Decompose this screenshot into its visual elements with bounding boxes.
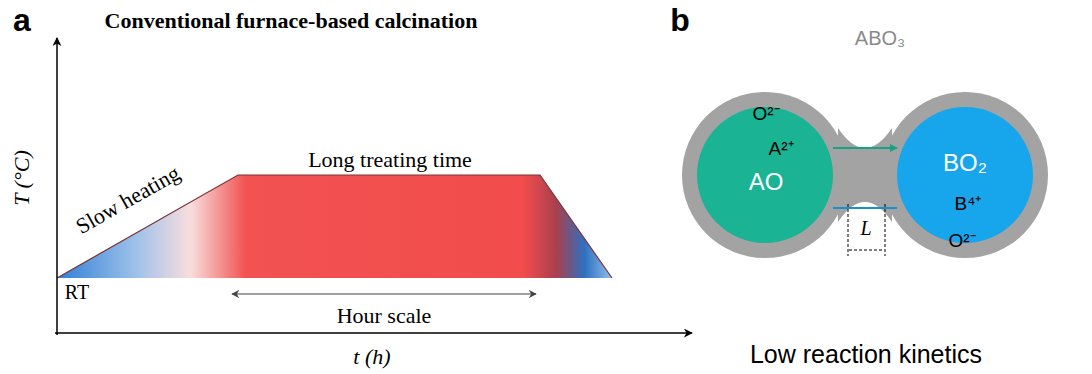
shell: [682, 92, 848, 258]
node-text: BO₂: [943, 151, 987, 175]
particle-core: O²⁻ A²⁺ AO: [697, 107, 833, 243]
text-label: t (h): [353, 346, 390, 368]
panel-letter: a: [13, 4, 31, 36]
text-label: ABO₃: [855, 28, 905, 48]
shell: [882, 92, 1048, 258]
node-text: O²⁻: [948, 231, 975, 250]
node-text: AO: [749, 170, 784, 194]
text-label: T (°C): [11, 150, 33, 205]
dimension-line: [848, 204, 849, 256]
dimension-line: [885, 204, 886, 256]
y-axis: [56, 38, 58, 335]
panel-letter: b: [670, 4, 690, 36]
node-text: O²⁻: [752, 104, 779, 123]
text-label: RT: [65, 282, 89, 302]
text-label: Low reaction kinetics: [750, 342, 982, 367]
text-label: Hour scale: [337, 305, 432, 327]
node-text: A²⁺: [769, 139, 794, 158]
text-label: Long treating time: [308, 149, 472, 171]
diffusion-arrow: [833, 147, 897, 149]
particle-core: BO₂B⁴⁺O²⁻: [897, 107, 1033, 243]
diffusion-arrow: [833, 207, 897, 209]
dimension-line: [849, 250, 884, 251]
text-label: L: [860, 218, 871, 238]
x-axis: [55, 332, 692, 334]
duration-arrow: [232, 293, 536, 294]
node-text: B⁴⁺: [955, 194, 982, 213]
text-label: Conventional furnace-based calcination: [105, 10, 478, 32]
